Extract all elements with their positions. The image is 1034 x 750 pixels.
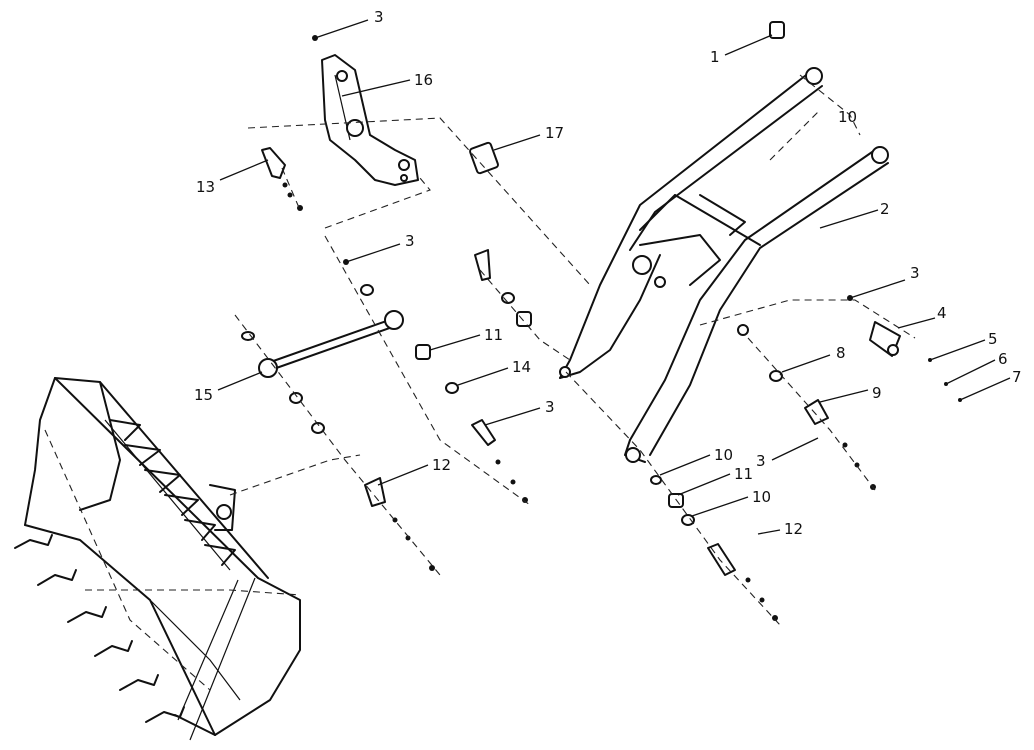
pin-12a: [364, 477, 386, 507]
callout-17: 17: [545, 124, 564, 142]
pin-12b: [707, 543, 736, 576]
callout-11: 11: [484, 326, 503, 344]
pin-4: [869, 321, 901, 357]
callout-10: 10: [838, 108, 857, 126]
washer-3b: [360, 284, 374, 296]
bucket-pin-boss: [216, 504, 232, 520]
bucket: [14, 377, 301, 741]
callout-9: 9: [872, 384, 882, 402]
washer-10a: [650, 475, 662, 485]
callout-10: 10: [714, 446, 733, 464]
bushing-11b: [668, 493, 684, 508]
callout-1: 1: [710, 48, 720, 66]
assembly-lines: [44, 74, 916, 691]
callout-3: 3: [910, 264, 920, 282]
callout-4: 4: [937, 304, 947, 322]
callout-2: 2: [880, 200, 890, 218]
boom-left-eye: [559, 366, 571, 378]
callout-16: 16: [414, 71, 433, 89]
bucket-ribs: [109, 419, 236, 566]
pin-13: [261, 147, 286, 179]
callout-15: 15: [194, 386, 213, 404]
callout-3: 3: [374, 8, 384, 26]
callout-7: 7: [1012, 368, 1022, 386]
washer-15c: [311, 422, 325, 434]
boom-cross-pin: [654, 276, 666, 288]
washer-upper-mid: [501, 292, 515, 304]
callout-6: 6: [998, 350, 1008, 368]
washer-10b: [681, 514, 695, 526]
pin-3c: [471, 419, 496, 446]
boom-arm: [559, 67, 889, 463]
boom-cross-boss: [632, 255, 652, 275]
rocker-arm: [321, 54, 419, 186]
boom-mid-eye: [737, 324, 749, 336]
callout-5: 5: [988, 330, 998, 348]
shaft-15-end-b: [384, 310, 404, 330]
bushing-upper-mid: [516, 311, 532, 327]
bucket-teeth: [14, 534, 185, 723]
callout-3: 3: [405, 232, 415, 250]
shaft-15: [261, 317, 396, 366]
callout-8: 8: [836, 344, 846, 362]
callout-10: 10: [752, 488, 771, 506]
pin-9: [804, 399, 829, 425]
rocker-top-hole: [336, 70, 348, 82]
callout-11: 11: [734, 465, 753, 483]
callout-3: 3: [756, 452, 766, 470]
washer-14: [445, 382, 459, 394]
boom-bottom-eye: [625, 447, 641, 463]
rocker-mid-hole: [346, 119, 364, 137]
callout-12: 12: [432, 456, 451, 474]
rocker-end-hole-2: [400, 174, 408, 182]
bushing-17: [469, 141, 499, 175]
washer-15b: [289, 392, 303, 404]
washer-8: [769, 370, 783, 382]
callout-13: 13: [196, 178, 215, 196]
pin-upper-mid: [474, 249, 491, 281]
bushing-11: [415, 344, 431, 360]
callout-12: 12: [784, 520, 803, 538]
rocker-end-hole-1: [398, 159, 410, 171]
callout-labels: 3 16 17 13 3 11 14 3 15 12 1 2 3 4 5 6 7…: [194, 8, 1022, 538]
washer-15a: [241, 331, 255, 341]
boom-top-eye-1: [805, 67, 823, 85]
leader-lines: [217, 19, 1011, 535]
boom-top-eye-2: [871, 146, 889, 164]
small-parts: [241, 21, 962, 621]
shaft-15-end-a: [258, 358, 278, 378]
bushing-1: [769, 21, 785, 39]
callout-3: 3: [545, 398, 555, 416]
callout-14: 14: [512, 358, 531, 376]
